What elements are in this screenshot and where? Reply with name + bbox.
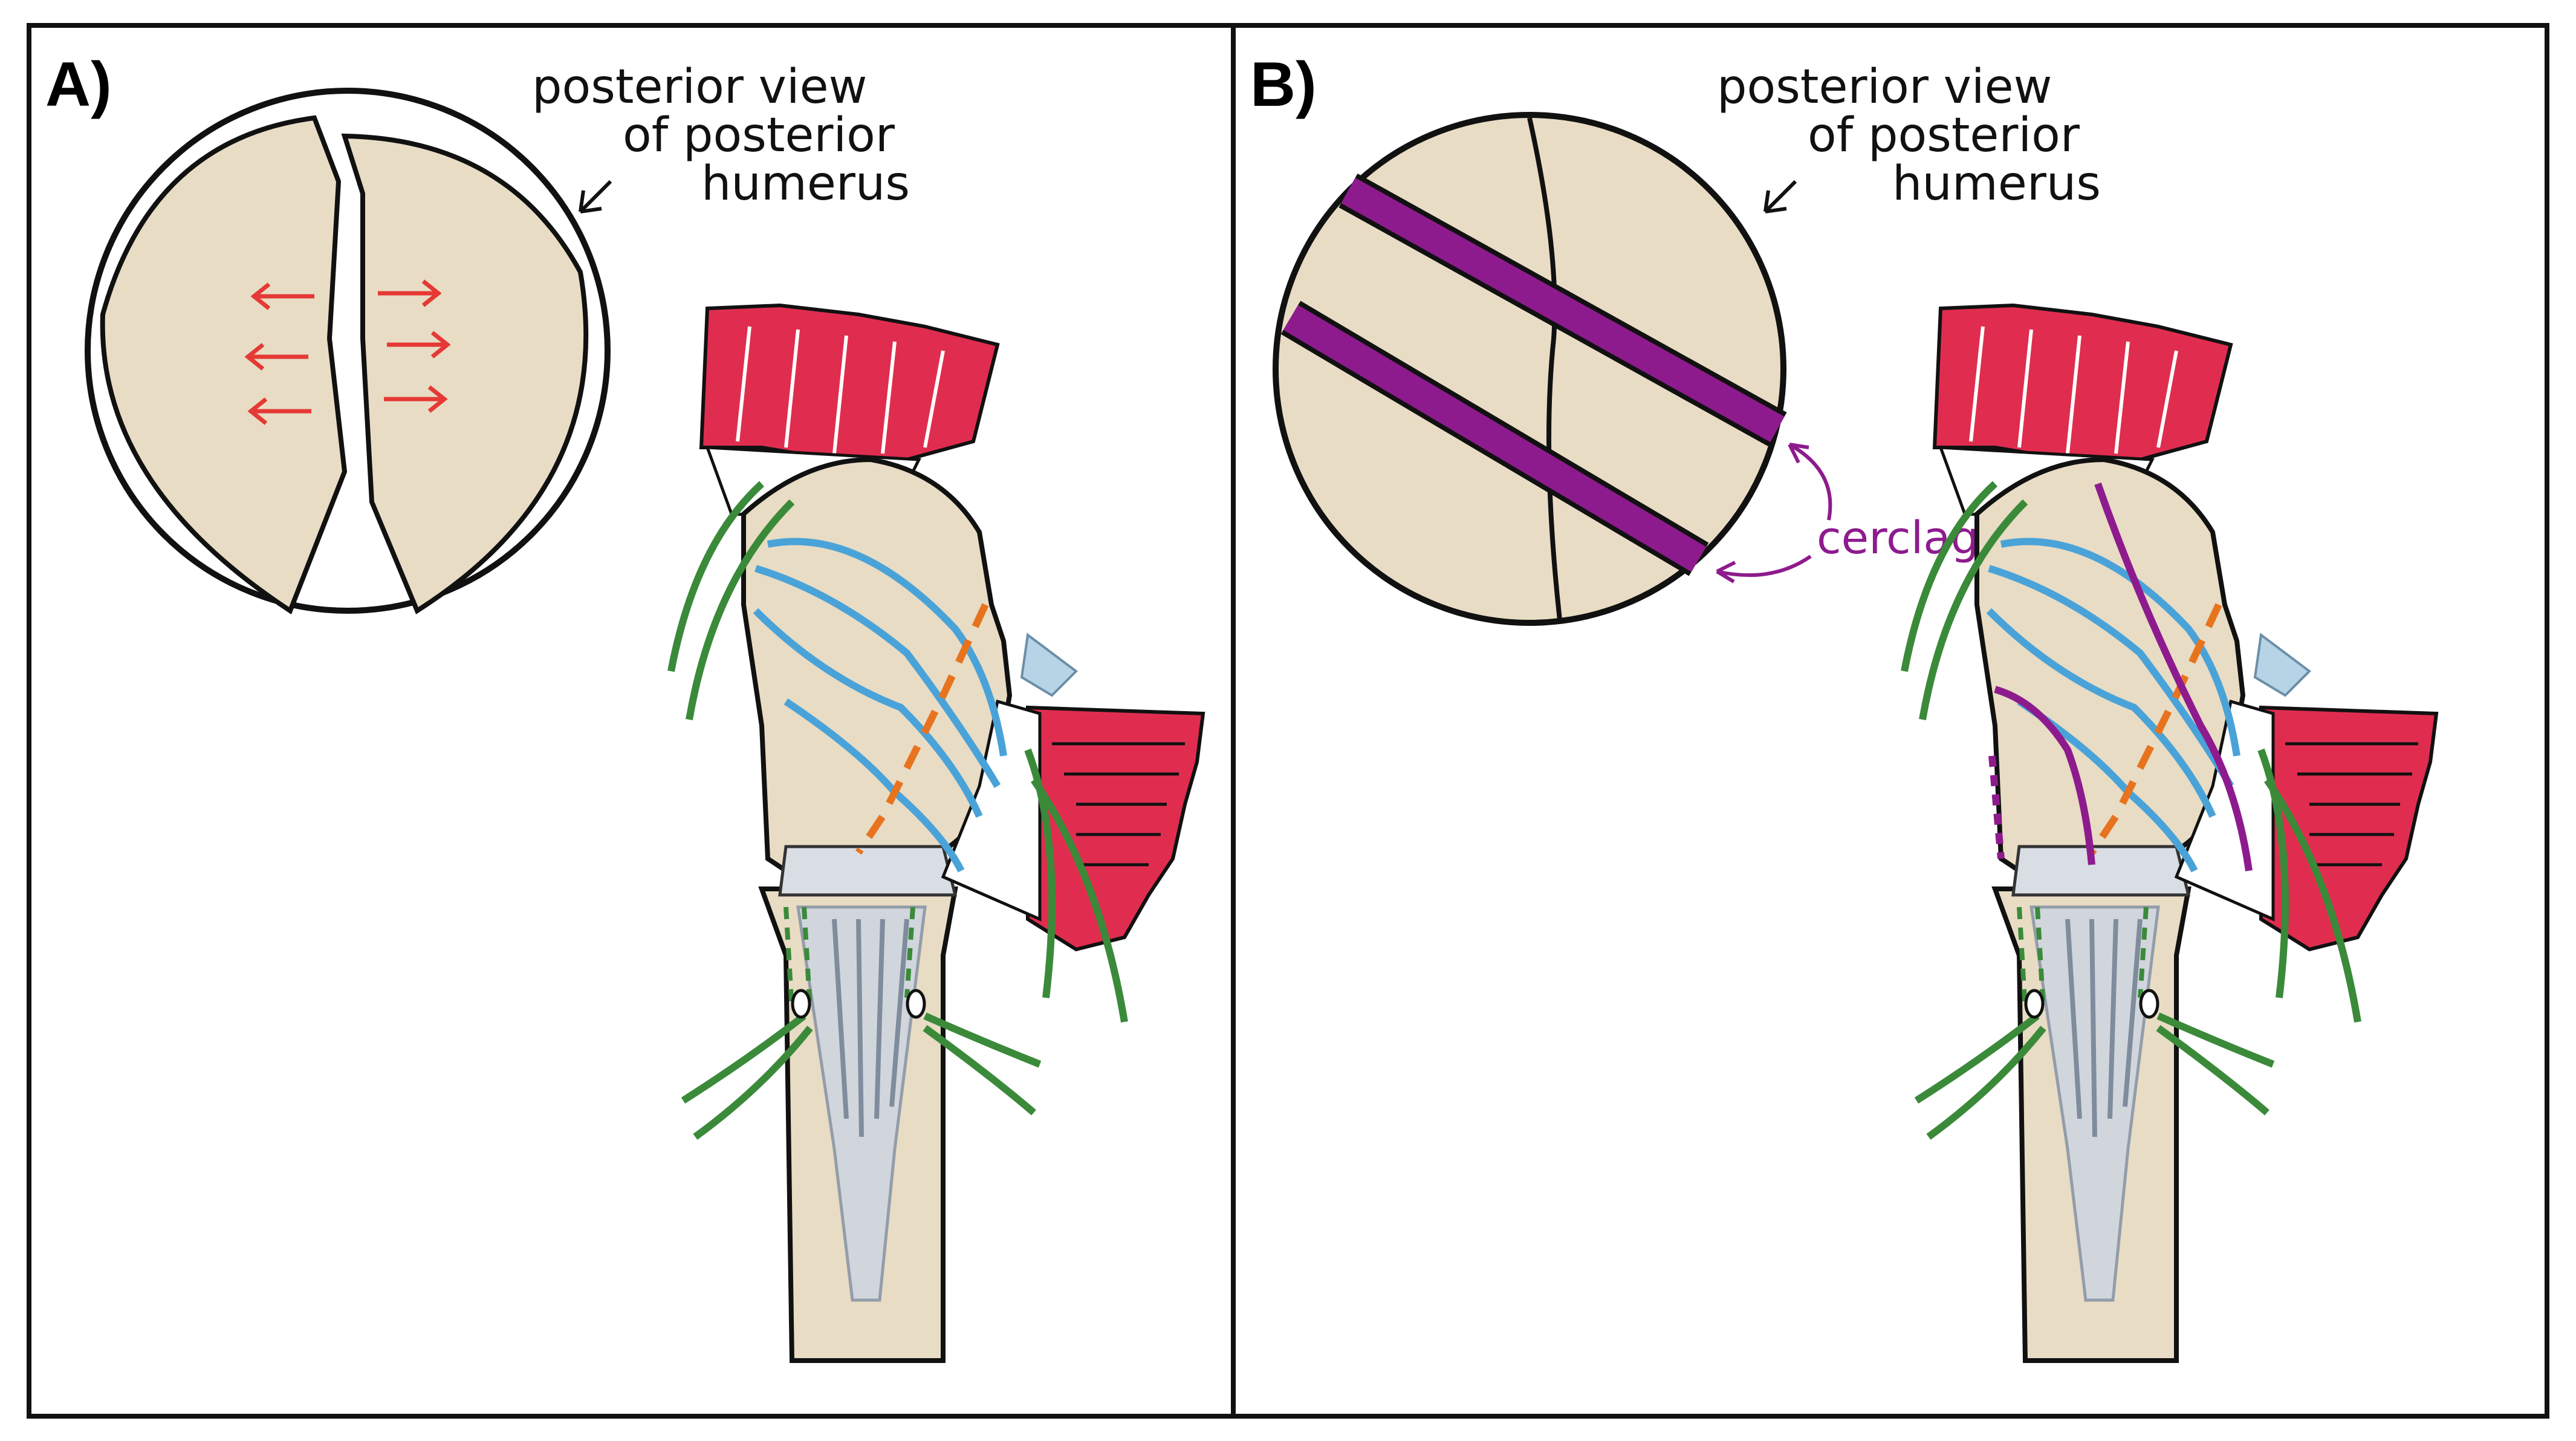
callout-arrow-icon bbox=[1716, 555, 1812, 584]
callout-line-1: posterior view bbox=[1717, 60, 2052, 114]
callout-arrow-icon bbox=[579, 180, 612, 213]
panel-a-humerus-illustration bbox=[671, 305, 1203, 1361]
callout-line-2: of posterior bbox=[623, 108, 895, 163]
callout-line-3: humerus bbox=[1892, 157, 2101, 211]
displacement-arrow-icon bbox=[244, 279, 451, 425]
callout-arrow-icon bbox=[1788, 443, 1832, 521]
figure-border bbox=[27, 23, 2549, 1419]
panel-a-label: A) bbox=[45, 50, 112, 120]
callout-line-1: posterior view bbox=[532, 60, 867, 114]
panel-a: A) posterior view of posterior humerus bbox=[45, 50, 1203, 1361]
panel-b-label: B) bbox=[1250, 50, 1317, 120]
panel-b: B) posterior view of posterior humerus c… bbox=[1250, 50, 2436, 1361]
panel-b-humerus-illustration bbox=[1904, 305, 2436, 1361]
cerclage-wires bbox=[1988, 483, 2253, 871]
callout-line-2: of posterior bbox=[1808, 108, 2080, 163]
panel-b-callout: posterior view of posterior humerus bbox=[1717, 60, 2101, 213]
panel-b-inset-circle bbox=[1273, 112, 1787, 626]
panel-a-inset-circle bbox=[85, 88, 611, 615]
panel-a-callout: posterior view of posterior humerus bbox=[532, 60, 910, 213]
callout-arrow-icon bbox=[1763, 180, 1797, 213]
callout-line-3: humerus bbox=[701, 157, 910, 211]
